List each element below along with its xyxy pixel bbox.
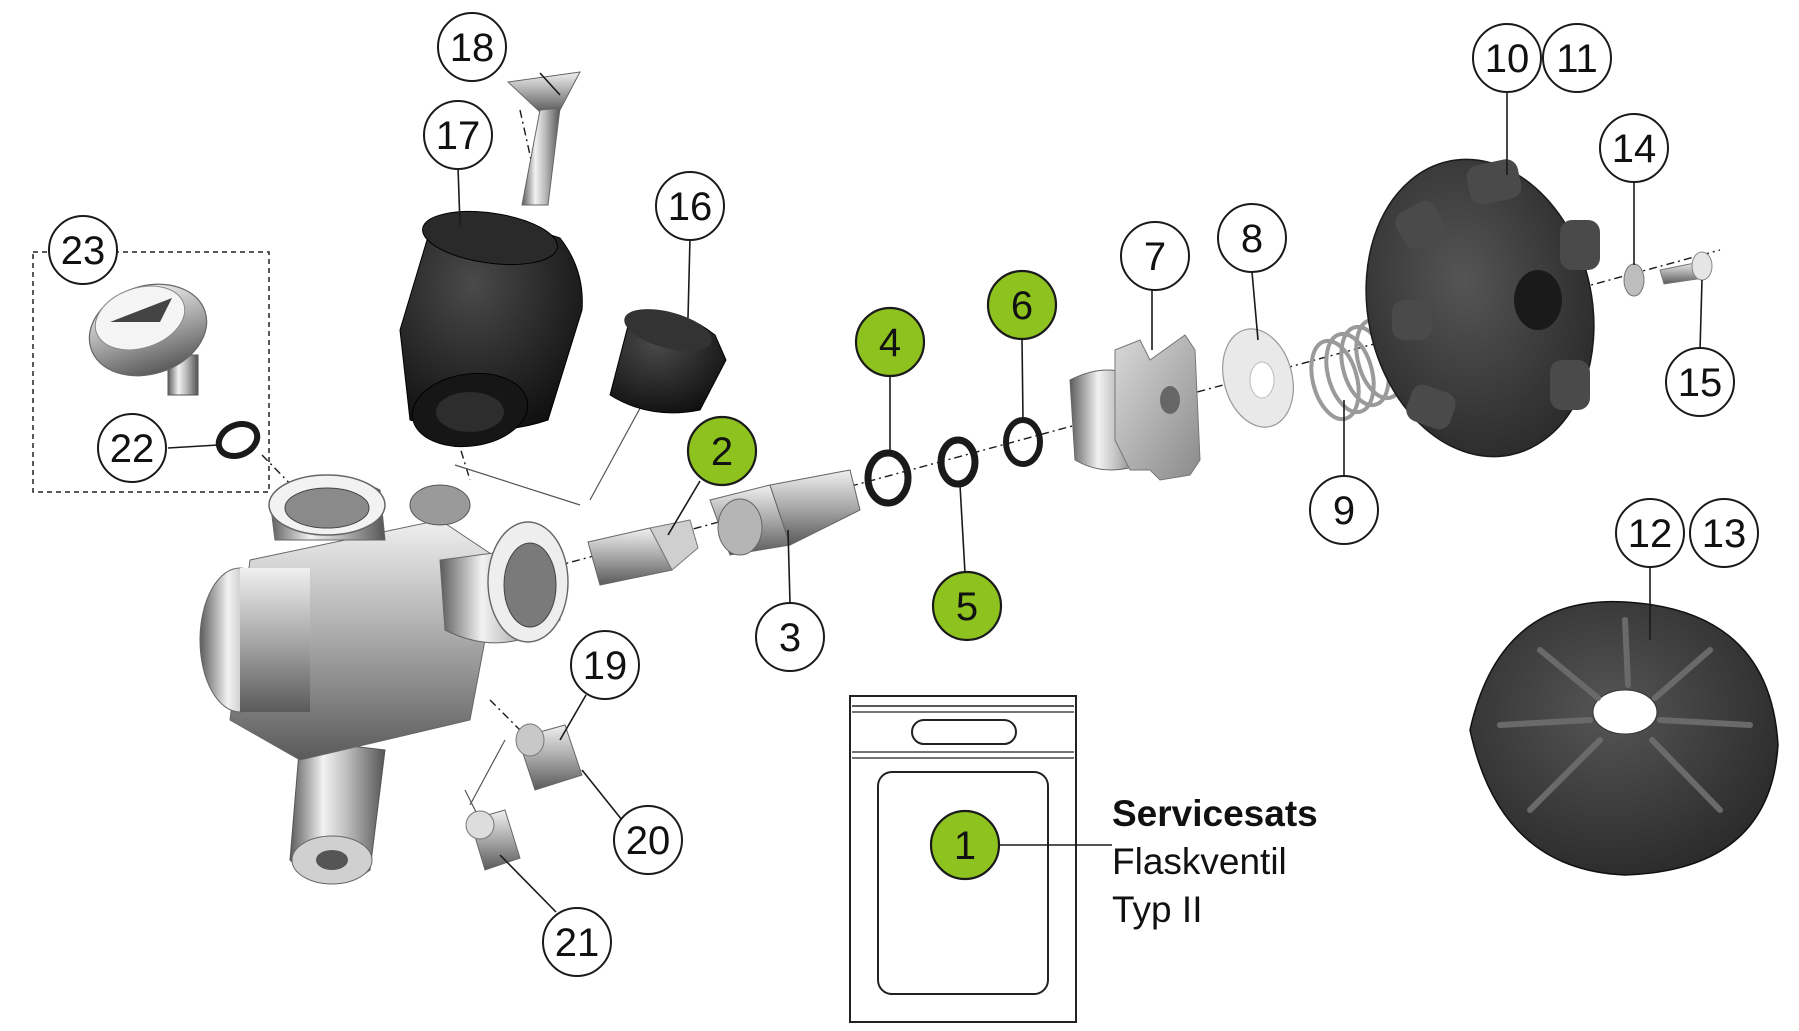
part-22-o-ring (215, 420, 261, 460)
svg-text:19: 19 (583, 644, 628, 688)
callout-19: 19 (570, 630, 640, 700)
callout-15: 15 (1665, 347, 1735, 417)
svg-text:13: 13 (1702, 512, 1747, 556)
callout-14: 14 (1599, 113, 1669, 183)
svg-text:10: 10 (1485, 37, 1530, 81)
part-2-valve-pin (587, 519, 699, 586)
callout-6: 6 (986, 269, 1058, 341)
callout-3: 3 (755, 602, 825, 672)
svg-text:21: 21 (555, 921, 600, 965)
callout-9: 9 (1309, 475, 1379, 545)
part-23-dashed-box (32, 251, 270, 493)
svg-text:3: 3 (779, 616, 801, 660)
part-12-13-knob-cover (1469, 600, 1779, 876)
valve-body (199, 474, 569, 885)
part-14-small-washer (1623, 263, 1645, 297)
svg-text:23: 23 (61, 229, 106, 273)
svg-text:1: 1 (954, 824, 976, 868)
part-10-11-handwheel (1365, 158, 1600, 458)
svg-text:4: 4 (879, 321, 901, 365)
callout-22: 22 (97, 413, 167, 483)
callout-4: 4 (854, 306, 926, 378)
service-kit-label: Servicesats Flaskventil Typ II (1112, 790, 1318, 934)
callout-13: 13 (1689, 498, 1759, 568)
part-23-handwheel-cap (88, 283, 208, 396)
leader-lines (167, 72, 1703, 913)
svg-text:16: 16 (668, 185, 713, 229)
part-3-valve-stem (709, 469, 861, 556)
callout-10: 10 (1472, 23, 1542, 93)
part-7-gland-nut (1069, 334, 1201, 481)
callout-17: 17 (423, 100, 493, 170)
svg-text:12: 12 (1628, 512, 1673, 556)
svg-text:5: 5 (956, 585, 978, 629)
svg-text:22: 22 (110, 427, 155, 471)
callout-18: 18 (437, 12, 507, 82)
kit-line-3: Typ II (1112, 889, 1203, 930)
svg-text:8: 8 (1241, 217, 1263, 261)
part-5-o-ring (937, 436, 979, 488)
svg-text:20: 20 (626, 819, 671, 863)
part-18-screw (506, 71, 581, 206)
svg-text:18: 18 (450, 26, 495, 70)
callout-7: 7 (1120, 221, 1190, 291)
callout-8: 8 (1217, 203, 1287, 273)
callout-16: 16 (655, 171, 725, 241)
part-8-washer (1222, 328, 1294, 428)
callout-11: 11 (1542, 23, 1612, 93)
svg-text:7: 7 (1144, 235, 1166, 279)
svg-text:9: 9 (1333, 489, 1355, 533)
part-15-screw (1659, 251, 1713, 285)
svg-text:14: 14 (1612, 127, 1657, 171)
kit-title: Servicesats (1112, 793, 1318, 834)
svg-text:6: 6 (1011, 284, 1033, 328)
part-23-group (32, 251, 270, 493)
callout-23: 23 (48, 215, 118, 285)
callout-1: 1 (929, 809, 1001, 881)
kit-line-2: Flaskventil (1112, 841, 1287, 882)
part-21-fitting (465, 809, 521, 871)
part-4-o-ring (864, 449, 912, 507)
part-16-rubber-cap (609, 309, 727, 414)
svg-text:15: 15 (1678, 361, 1723, 405)
part-17-rubber-plug (399, 210, 583, 448)
callout-20: 20 (613, 805, 683, 875)
svg-text:17: 17 (436, 114, 481, 158)
svg-text:11: 11 (1556, 37, 1598, 81)
o-rings (864, 417, 1043, 507)
callout-21: 21 (542, 907, 612, 977)
svg-text:2: 2 (711, 430, 733, 474)
part-20-fitting (515, 723, 583, 791)
callout-12: 12 (1615, 498, 1685, 568)
callout-2: 2 (686, 415, 758, 487)
callout-5: 5 (931, 570, 1003, 642)
